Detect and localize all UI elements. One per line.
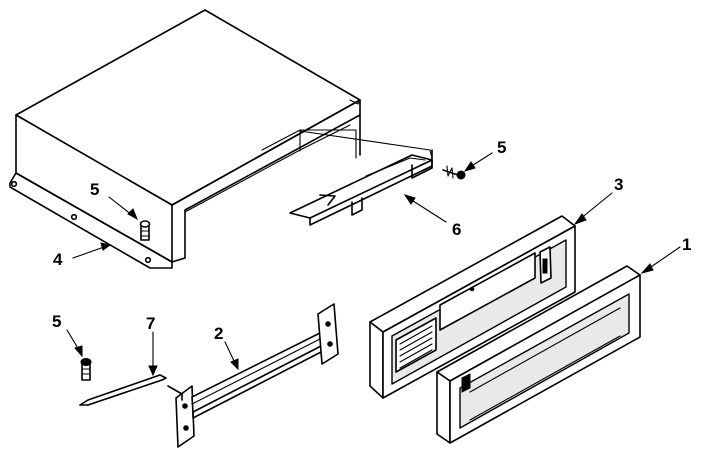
callout-6: 6 — [452, 220, 461, 239]
callout-5-housing: 5 — [90, 180, 99, 199]
callout-5-lower-left: 5 — [52, 312, 61, 331]
callout-leaders — [66, 152, 681, 377]
callout-4: 4 — [53, 250, 63, 269]
screw-top-right — [442, 165, 466, 180]
housing-box — [9, 9, 433, 269]
screw-lower-left — [80, 358, 92, 381]
callout-7: 7 — [146, 314, 155, 333]
callout-1: 1 — [682, 235, 691, 254]
link-rod — [79, 374, 167, 406]
callout-5-top-right: 5 — [497, 138, 506, 157]
control-panel — [369, 215, 576, 399]
front-bezel — [436, 265, 641, 444]
callout-labels: 1 2 3 4 5 5 5 6 7 — [52, 138, 691, 343]
screw-housing — [139, 220, 151, 241]
callout-3: 3 — [614, 175, 623, 194]
slide-bracket — [289, 149, 433, 226]
slide-rail — [167, 303, 339, 448]
callout-2: 2 — [214, 324, 223, 343]
